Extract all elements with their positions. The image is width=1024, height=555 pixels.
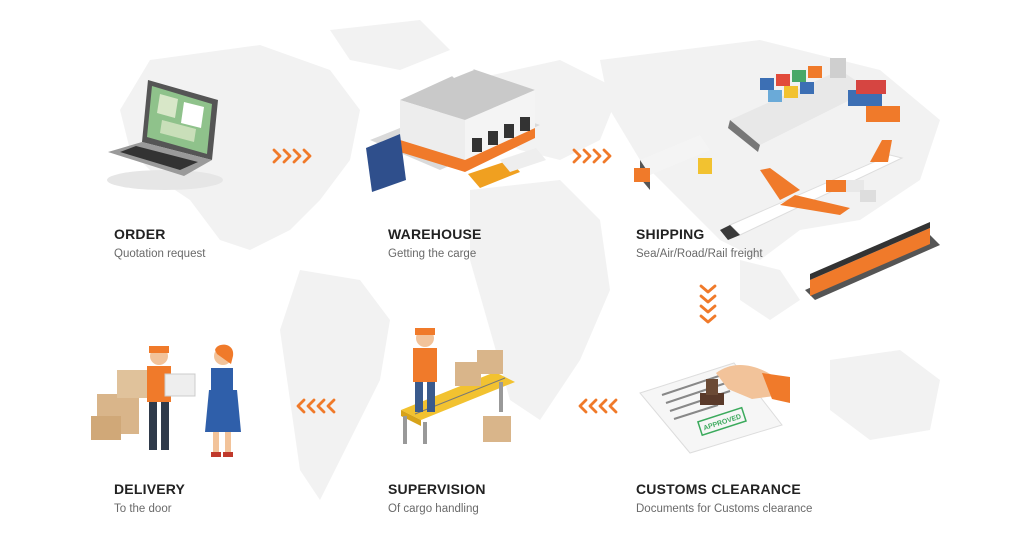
- arrow-down-icon: [699, 284, 717, 324]
- conveyor-icon: [401, 328, 515, 444]
- arrow-left-icon: [296, 398, 336, 414]
- step-subtitle: Of cargo handling: [388, 503, 479, 515]
- step-title: ORDER: [114, 226, 166, 242]
- freight-transport-icon: [634, 58, 940, 300]
- step-subtitle: To the door: [114, 503, 172, 515]
- arrow-right-icon: [572, 148, 612, 164]
- step-title: CUSTOMS CLEARANCE: [636, 481, 801, 497]
- handover-icon: [91, 344, 241, 457]
- step-title: WAREHOUSE: [388, 226, 482, 242]
- step-title: DELIVERY: [114, 481, 186, 497]
- step-subtitle: Sea/Air/Road/Rail freight: [636, 248, 763, 260]
- approved-stamp-icon: APPROVED: [639, 362, 790, 454]
- laptop-icon: [107, 80, 223, 190]
- step-warehouse: WAREHOUSE Getting the carge: [388, 226, 482, 260]
- step-title: SUPERVISION: [388, 481, 486, 497]
- step-delivery: DELIVERY To the door: [114, 481, 185, 515]
- step-subtitle: Documents for Customs clearance: [636, 503, 813, 515]
- step-supervision: SUPERVISION Of cargo handling: [388, 481, 486, 515]
- step-shipping: SHIPPING Sea/Air/Road/Rail freight: [636, 226, 763, 260]
- arrow-right-icon: [272, 148, 312, 164]
- warehouse-icon: [366, 66, 546, 192]
- step-subtitle: Getting the carge: [388, 248, 477, 260]
- step-subtitle: Quotation request: [114, 248, 206, 260]
- step-order: ORDER Quotation request: [114, 226, 205, 260]
- step-customs-clearance: CUSTOMS CLEARANCE Documents for Customs …: [636, 481, 812, 515]
- arrow-left-icon: [578, 398, 618, 414]
- step-title: SHIPPING: [636, 226, 705, 242]
